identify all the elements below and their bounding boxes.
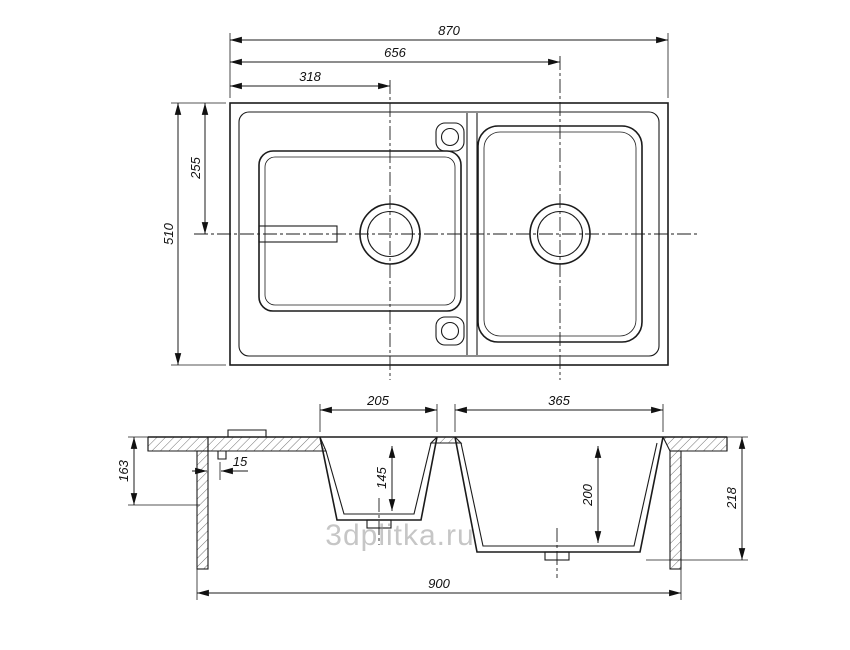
small-bowl-inner-profile bbox=[325, 442, 432, 515]
dim-label-255: 255 bbox=[188, 156, 203, 179]
cabinet-wall-right bbox=[669, 450, 682, 570]
dim-label-365: 365 bbox=[548, 393, 570, 408]
tap-hole-bottom bbox=[440, 321, 460, 341]
watermark-text: 3dplitka.ru bbox=[325, 519, 474, 552]
dim-label-163: 163 bbox=[116, 459, 131, 481]
tap-hole-top-boss bbox=[435, 122, 465, 152]
drip-groove bbox=[217, 451, 227, 460]
section-dimensions: 205 365 15 145 200 163 218 900 bbox=[116, 393, 748, 600]
dim-label-145: 145 bbox=[374, 466, 389, 488]
dim-label-205: 205 bbox=[366, 393, 389, 408]
dim-label-15: 15 bbox=[233, 454, 248, 469]
plan-dimensions: 870 656 318 510 255 bbox=[161, 23, 669, 366]
plan-view bbox=[194, 56, 700, 380]
cabinet-wall-left bbox=[196, 450, 209, 570]
counter-right-section bbox=[662, 436, 728, 452]
large-bowl-inner-profile bbox=[460, 442, 658, 547]
tap-hole-bottom-boss bbox=[435, 316, 465, 346]
dim-label-870: 870 bbox=[438, 23, 460, 38]
faucet-boss bbox=[227, 429, 267, 437]
dim-label-218: 218 bbox=[724, 486, 739, 509]
drainboard-section bbox=[207, 436, 327, 452]
counter-left-section bbox=[147, 436, 209, 452]
dim-label-900: 900 bbox=[428, 576, 450, 591]
small-bowl-recess-inner bbox=[264, 156, 456, 306]
tap-hole-top bbox=[440, 127, 460, 147]
dim-label-318: 318 bbox=[299, 69, 321, 84]
dim-label-656: 656 bbox=[384, 45, 406, 60]
large-bowl-outer-profile bbox=[454, 436, 664, 553]
dim-label-200: 200 bbox=[580, 483, 595, 506]
section-view bbox=[147, 429, 728, 578]
dim-label-510: 510 bbox=[161, 222, 176, 244]
